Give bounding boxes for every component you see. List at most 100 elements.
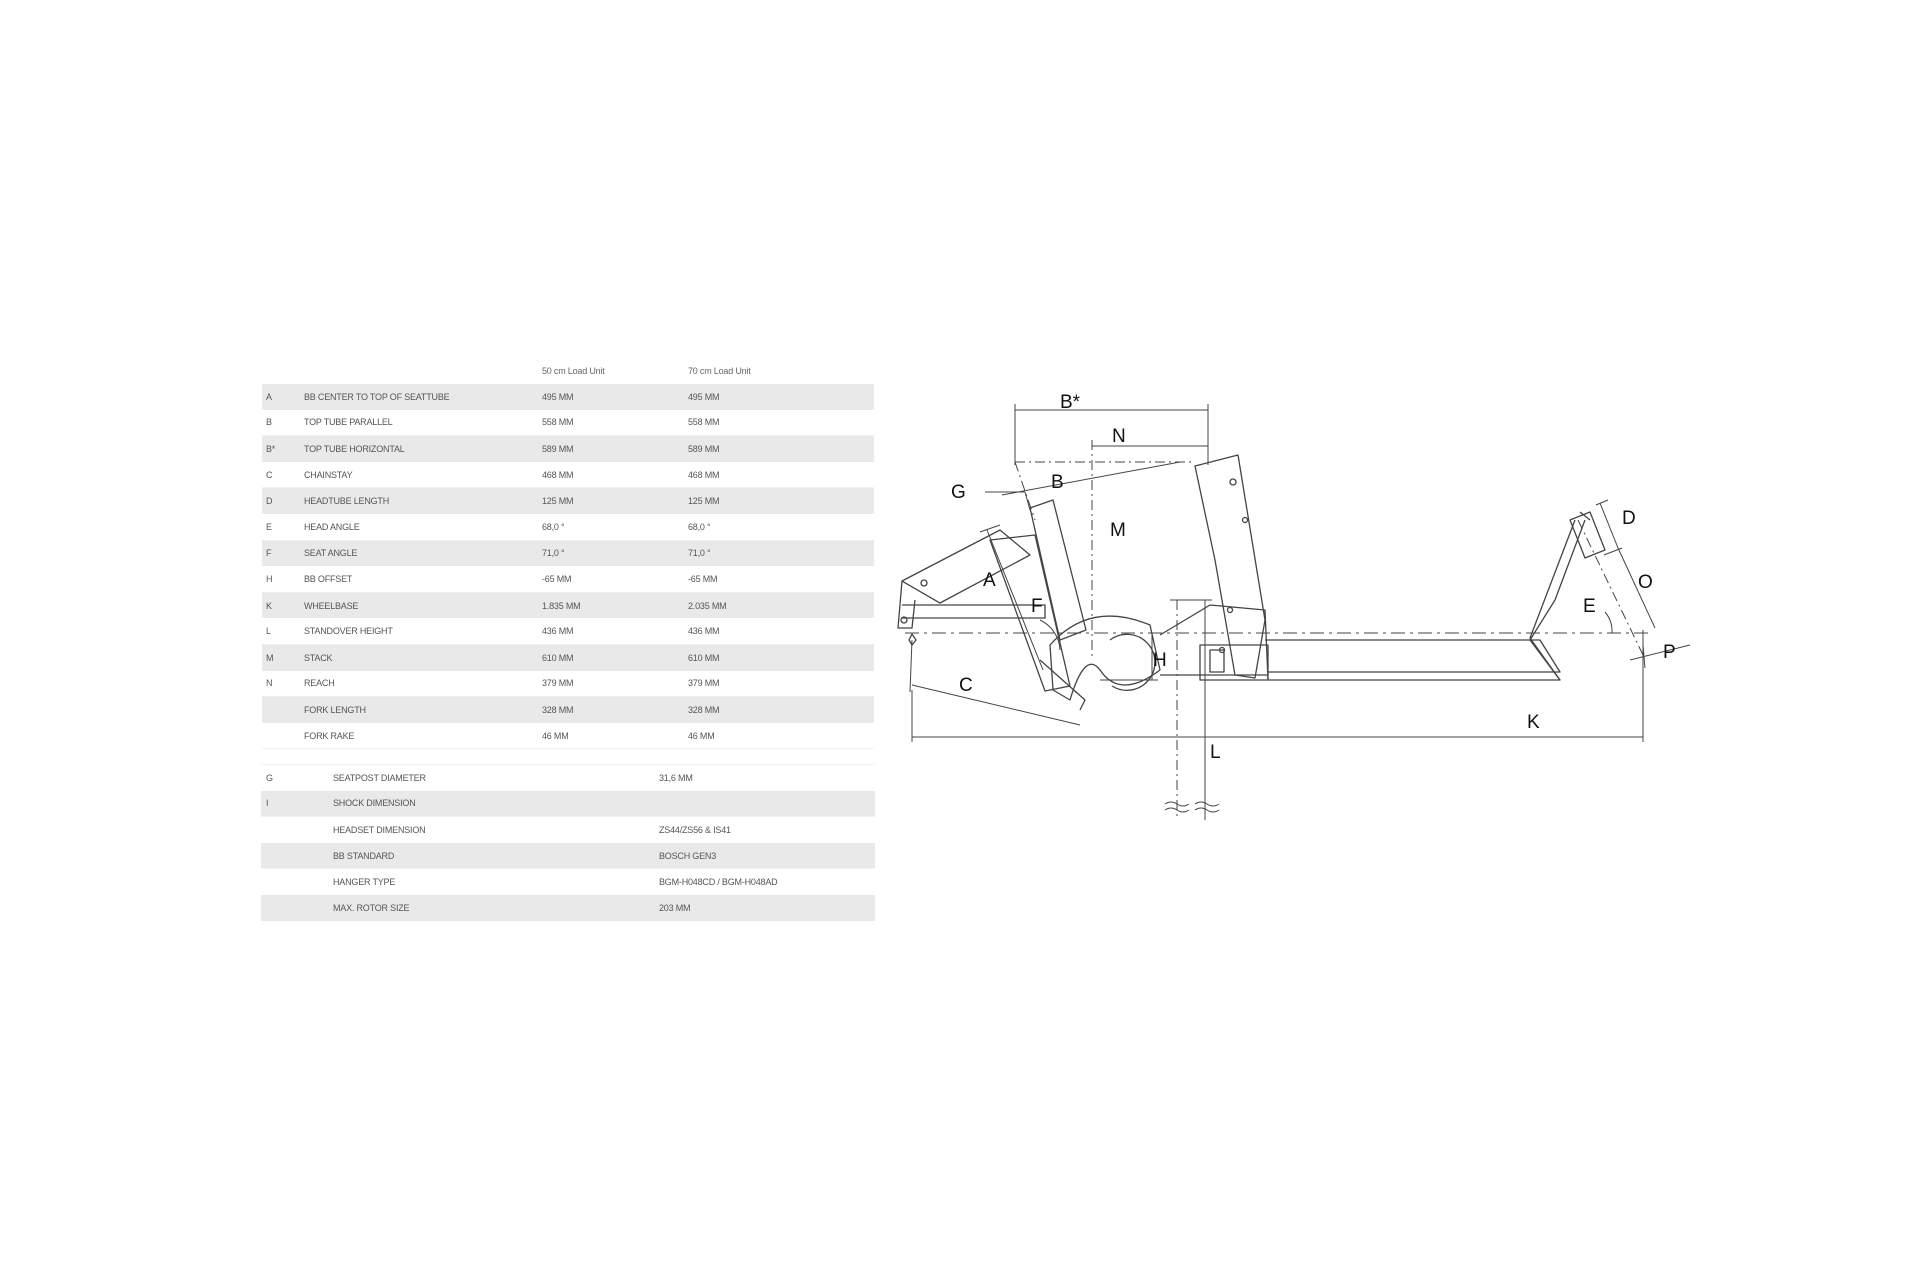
label-d: D bbox=[1622, 508, 1636, 529]
row-code: B bbox=[262, 409, 304, 437]
spec-code: I bbox=[261, 790, 333, 817]
dim-e bbox=[1604, 611, 1613, 634]
spec-value: ZS44/ZS56 & IS41 bbox=[659, 816, 875, 843]
ground-break-icon bbox=[1194, 807, 1220, 813]
label-n: N bbox=[1112, 426, 1126, 447]
row-name: CHAINSTAY bbox=[304, 461, 542, 489]
label-l: L bbox=[1210, 742, 1221, 763]
row-value-50: 610 MM bbox=[542, 644, 688, 671]
row-value-50: 436 MM bbox=[542, 618, 688, 645]
row-code: H bbox=[262, 566, 304, 593]
head-cap bbox=[1579, 511, 1591, 521]
bolt-icon bbox=[1229, 478, 1237, 486]
row-value-70: -65 MM bbox=[688, 566, 874, 593]
row-value-70: 46 MM bbox=[688, 722, 874, 750]
dim-tick bbox=[909, 639, 913, 693]
motor-housing bbox=[1049, 615, 1161, 701]
spec-value bbox=[659, 790, 875, 817]
row-value-50: 68,0 ° bbox=[542, 513, 688, 541]
ground-break-icon bbox=[1194, 801, 1220, 807]
seat-tube-lower bbox=[989, 534, 1071, 692]
dim-tick bbox=[1642, 644, 1646, 669]
dim-f bbox=[1039, 619, 1061, 651]
label-b-star: B* bbox=[1060, 392, 1081, 413]
row-name: HEADTUBE LENGTH bbox=[304, 487, 542, 514]
spec-code bbox=[261, 868, 333, 895]
dim-tick bbox=[979, 524, 1001, 533]
row-value-70: 468 MM bbox=[688, 461, 874, 489]
frame-outline bbox=[897, 454, 1606, 711]
row-name: HEAD ANGLE bbox=[304, 513, 542, 541]
seatstay bbox=[901, 529, 1031, 604]
row-value-70: 328 MM bbox=[688, 696, 874, 723]
label-g: G bbox=[951, 482, 966, 503]
row-code: M bbox=[262, 644, 304, 671]
seat-tube bbox=[1029, 499, 1087, 641]
row-value-70: 71,0 ° bbox=[688, 540, 874, 567]
spec-name: HEADSET DIMENSION bbox=[333, 816, 659, 843]
row-value-70: 589 MM bbox=[688, 435, 874, 462]
label-c: C bbox=[959, 675, 973, 696]
pivot-icon bbox=[920, 579, 928, 587]
cargo-beam bbox=[1159, 519, 1586, 681]
spec-value: BGM-H048CD / BGM-H048AD bbox=[659, 868, 875, 895]
down-tube bbox=[1529, 519, 1576, 681]
dim-c bbox=[911, 684, 1081, 726]
dim-a bbox=[986, 529, 1044, 671]
row-code: L bbox=[262, 618, 304, 645]
ground-break-icon bbox=[1164, 801, 1190, 807]
spec-name: HANGER TYPE bbox=[333, 868, 659, 895]
row-value-50: 46 MM bbox=[542, 722, 688, 750]
spec-value: 203 MM bbox=[659, 894, 875, 921]
beam-plate bbox=[1209, 649, 1225, 673]
chainstay-lower bbox=[1039, 659, 1086, 711]
spec-name: MAX. ROTOR SIZE bbox=[333, 894, 659, 921]
bolt-icon bbox=[1226, 606, 1234, 614]
row-code: F bbox=[262, 540, 304, 567]
spec-code bbox=[261, 842, 333, 869]
spec-name: SEATPOST DIAMETER bbox=[333, 763, 659, 791]
row-value-50: 71,0 ° bbox=[542, 540, 688, 567]
row-name: BB OFFSET bbox=[304, 566, 542, 593]
row-name: STACK bbox=[304, 644, 542, 671]
row-value-50: -65 MM bbox=[542, 566, 688, 593]
row-value-70: 436 MM bbox=[688, 618, 874, 645]
row-value-70: 610 MM bbox=[688, 644, 874, 671]
row-value-50: 468 MM bbox=[542, 461, 688, 489]
spec-code bbox=[261, 816, 333, 843]
row-code: B* bbox=[262, 435, 304, 462]
row-value-50: 558 MM bbox=[542, 409, 688, 437]
label-e: E bbox=[1583, 596, 1596, 617]
label-b: B bbox=[1051, 472, 1064, 493]
row-code: A bbox=[262, 384, 304, 410]
row-value-70: 2.035 MM bbox=[688, 592, 874, 619]
spec-code: G bbox=[261, 763, 333, 791]
row-name: REACH bbox=[304, 670, 542, 698]
row-value-50: 1.835 MM bbox=[542, 592, 688, 619]
spec-value: BOSCH GEN3 bbox=[659, 842, 875, 869]
label-h: H bbox=[1153, 650, 1167, 671]
column-header: 70 cm Load Unit bbox=[688, 366, 751, 376]
row-code: E bbox=[262, 513, 304, 541]
label-o: O bbox=[1638, 572, 1653, 593]
row-value-70: 125 MM bbox=[688, 487, 874, 514]
head-tube bbox=[1569, 511, 1606, 559]
geometry-header-row: 50 cm Load Unit 70 cm Load Unit bbox=[262, 358, 874, 384]
row-value-50: 495 MM bbox=[542, 384, 688, 410]
dim-d bbox=[1599, 502, 1619, 549]
row-value-70: 495 MM bbox=[688, 384, 874, 410]
row-value-70: 68,0 ° bbox=[688, 513, 874, 541]
dim-p bbox=[1629, 644, 1691, 661]
